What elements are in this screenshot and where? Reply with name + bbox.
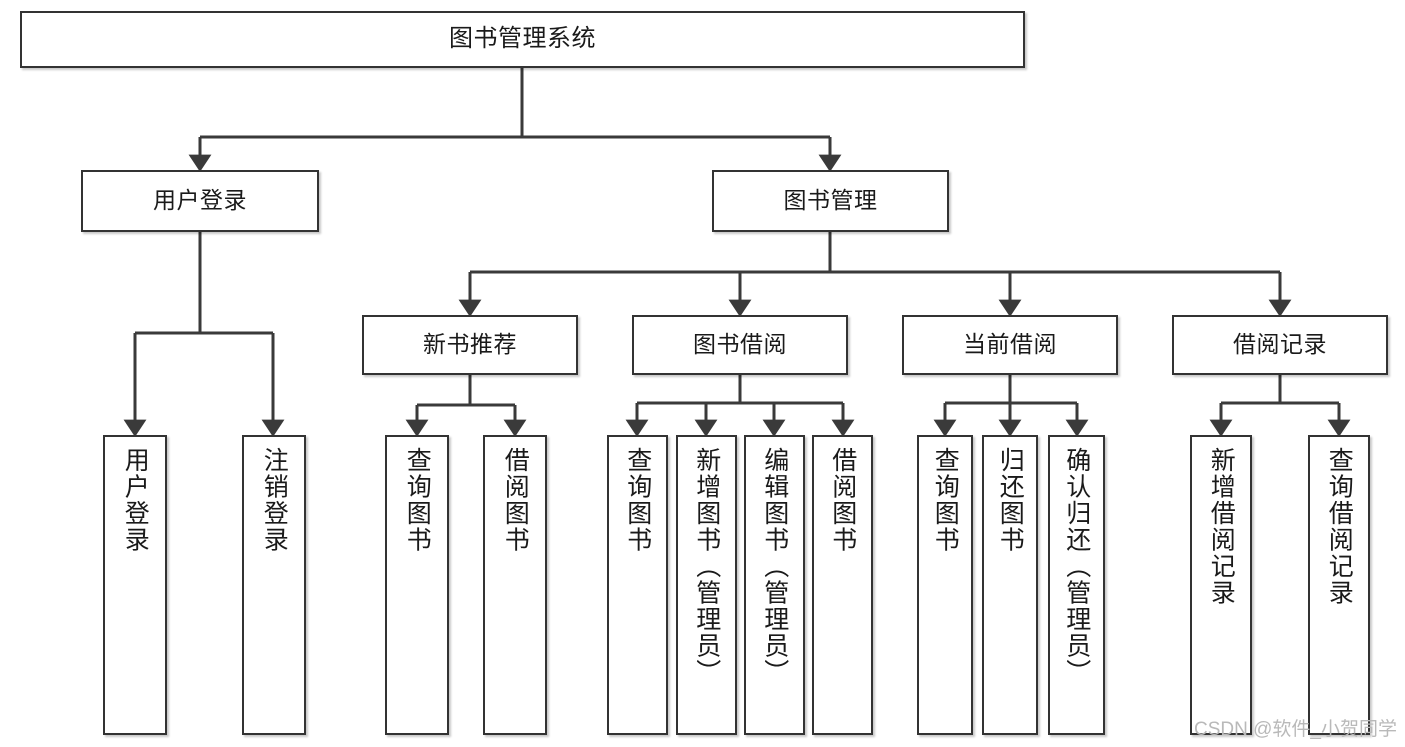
leaf-add-book-admin[interactable]: 新增图书（管理员） xyxy=(676,435,737,735)
leaf-return-books-label: 归还图书 xyxy=(996,447,1025,553)
node-user-login-label: 用户登录 xyxy=(153,187,247,214)
leaf-query-books-recommend-label: 查询图书 xyxy=(403,447,432,553)
leaf-user-logout-label: 注销登录 xyxy=(260,447,289,553)
leaf-query-books-recommend[interactable]: 查询图书 xyxy=(385,435,449,735)
leaf-user-login[interactable]: 用户登录 xyxy=(103,435,167,735)
leaf-confirm-return-admin-label: 确认归还（管理员） xyxy=(1062,447,1091,686)
leaf-query-books-borrowing-label: 查询图书 xyxy=(623,447,652,553)
watermark-text: CSDN @软件_小贺同学 xyxy=(1194,719,1397,740)
node-book-management[interactable]: 图书管理 xyxy=(712,170,949,232)
leaf-borrow-books-borrowing-label: 借阅图书 xyxy=(828,447,857,553)
node-current-borrowing-label: 当前借阅 xyxy=(963,331,1057,358)
node-current-borrowing[interactable]: 当前借阅 xyxy=(902,315,1118,375)
leaf-edit-book-admin-label: 编辑图书（管理员） xyxy=(760,447,789,686)
node-borrow-records[interactable]: 借阅记录 xyxy=(1172,315,1388,375)
leaf-query-books-current-label: 查询图书 xyxy=(931,447,960,553)
leaf-edit-book-admin[interactable]: 编辑图书（管理员） xyxy=(744,435,805,735)
node-root[interactable]: 图书管理系统 xyxy=(20,11,1025,68)
leaf-borrow-books-borrowing[interactable]: 借阅图书 xyxy=(812,435,873,735)
leaf-user-login-label: 用户登录 xyxy=(121,447,150,553)
leaf-add-book-admin-label: 新增图书（管理员） xyxy=(692,447,721,686)
leaf-query-books-borrowing[interactable]: 查询图书 xyxy=(607,435,668,735)
leaf-borrow-books-recommend[interactable]: 借阅图书 xyxy=(483,435,547,735)
leaf-user-logout[interactable]: 注销登录 xyxy=(242,435,306,735)
leaf-add-borrow-record[interactable]: 新增借阅记录 xyxy=(1190,435,1252,735)
node-user-login[interactable]: 用户登录 xyxy=(81,170,319,232)
leaf-query-books-current[interactable]: 查询图书 xyxy=(917,435,973,735)
node-book-management-label: 图书管理 xyxy=(783,187,878,214)
leaf-borrow-books-recommend-label: 借阅图书 xyxy=(501,447,530,553)
node-root-label: 图书管理系统 xyxy=(449,25,596,53)
leaf-add-borrow-record-label: 新增借阅记录 xyxy=(1207,447,1236,606)
node-book-borrowing[interactable]: 图书借阅 xyxy=(632,315,848,375)
leaf-query-borrow-record-label: 查询借阅记录 xyxy=(1325,447,1354,606)
leaf-return-books[interactable]: 归还图书 xyxy=(982,435,1038,735)
leaf-query-borrow-record[interactable]: 查询借阅记录 xyxy=(1308,435,1370,735)
node-new-book-recommendation[interactable]: 新书推荐 xyxy=(362,315,578,375)
node-borrow-records-label: 借阅记录 xyxy=(1233,331,1327,358)
node-new-book-recommendation-label: 新书推荐 xyxy=(423,331,517,358)
node-book-borrowing-label: 图书借阅 xyxy=(693,331,787,358)
leaf-confirm-return-admin[interactable]: 确认归还（管理员） xyxy=(1048,435,1105,735)
